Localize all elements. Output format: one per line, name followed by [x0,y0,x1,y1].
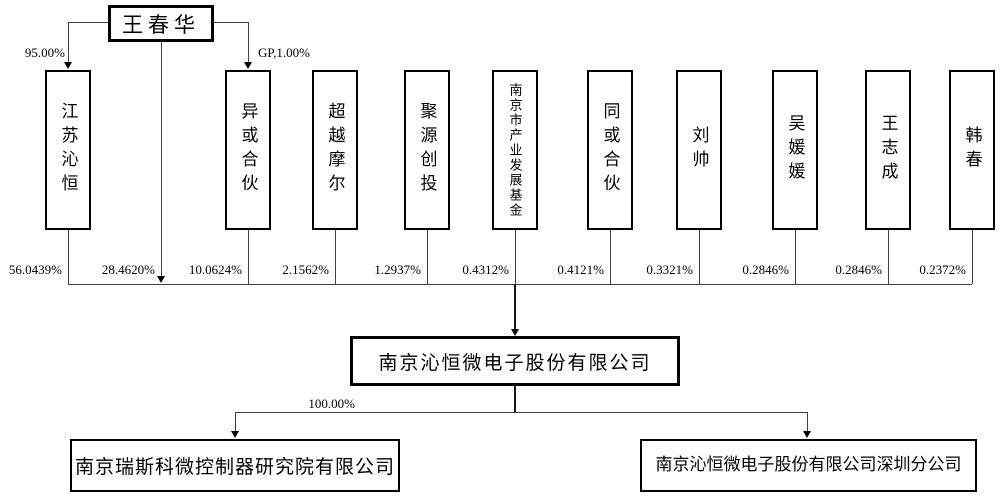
bus-line [235,412,807,413]
connector-line [610,230,611,284]
ownership-pct-label-controller-direct: 28.4620% [101,262,155,277]
edge-label-subsidiary-pct: 100.00% [308,396,355,411]
ownership-pct-label: 0.2846% [835,262,882,277]
shareholder-name: 聚源创投 [417,102,437,198]
connector-line [335,230,336,284]
edge-label-controller-right: GP,1.00% [258,45,311,60]
node-subsidiary-research-institute: 南京瑞斯科微控制器研究院有限公司 [70,439,400,492]
connector-line [248,22,249,62]
node-controller: 王春华 [108,5,214,42]
node-shareholder-chaoyue-moer: 超越摩尔 [312,70,358,230]
shareholder-name: 同或合伙 [600,102,620,198]
arrow-down-icon [803,431,811,438]
arrow-down-icon [157,276,165,283]
arrow-down-icon [64,62,72,69]
shareholder-name: 王志成 [878,114,898,186]
connector-line [213,22,248,23]
node-shareholder-jiangsu-qinheng: 江苏沁恒 [45,70,91,230]
connector-line [68,22,69,62]
shareholder-name: 吴媛媛 [785,114,805,186]
node-shareholder-han-chun: 韩春 [949,70,995,230]
node-shareholder-juyuan-chuangtou: 聚源创投 [404,70,450,230]
connector-line [515,230,516,284]
connector-line [427,230,428,284]
node-subsidiary-shenzhen-branch: 南京沁恒微电子股份有限公司深圳分公司 [640,439,977,492]
company-name: 南京沁恒微电子股份有限公司 [378,352,652,374]
node-shareholder-wang-zhicheng: 王志成 [865,70,911,230]
ownership-pct-label: 0.4312% [462,262,509,277]
ownership-pct-label: 0.4121% [557,262,604,277]
connector-line [699,230,700,284]
shareholder-name: 刘帅 [689,126,709,174]
shareholder-name: 江苏沁恒 [58,102,78,198]
node-shareholder-yihuo-partnership: 异或合伙 [225,70,271,230]
ownership-pct-label: 2.1562% [282,262,329,277]
node-company: 南京沁恒微电子股份有限公司 [350,336,680,386]
shareholder-name: 异或合伙 [238,102,258,198]
connector-line [161,42,162,277]
connector-line [514,386,516,413]
arrow-down-icon [231,431,239,438]
connector-line [795,230,796,284]
controller-name: 王春华 [122,12,200,37]
bus-line [68,284,972,285]
node-shareholder-wu-yuanyuan: 吴媛媛 [772,70,818,230]
connector-line [248,230,249,284]
ownership-pct-label: 0.2846% [742,262,789,277]
shareholder-name: 韩春 [962,126,982,174]
subsidiary-name: 南京瑞斯科微控制器研究院有限公司 [74,457,395,478]
arrow-down-icon [244,62,252,69]
connector-line [807,412,808,432]
node-shareholder-liu-shuai: 刘帅 [676,70,722,230]
connector-line [888,230,889,284]
connector-line [972,230,973,284]
arrow-down-icon [511,329,519,336]
node-shareholder-nanjing-industry-fund: 南京市产业发展基金 [492,70,538,230]
ownership-pct-label: 1.2937% [374,262,421,277]
shareholder-name: 超越摩尔 [325,102,345,198]
subsidiary-name: 南京沁恒微电子股份有限公司深圳分公司 [655,455,962,475]
connector-line [235,412,236,432]
connector-line [514,284,516,330]
shareholder-name: 南京市产业发展基金 [507,82,523,218]
connector-line [68,230,69,284]
ownership-pct-label: 10.0624% [188,262,242,277]
connector-line [68,22,108,23]
ownership-pct-label: 0.3321% [646,262,693,277]
edge-label-controller-left: 95.00% [24,45,65,60]
ownership-pct-label: 56.0439% [8,262,62,277]
ownership-pct-label: 0.2372% [919,262,966,277]
node-shareholder-tonghuo-partnership: 同或合伙 [587,70,633,230]
